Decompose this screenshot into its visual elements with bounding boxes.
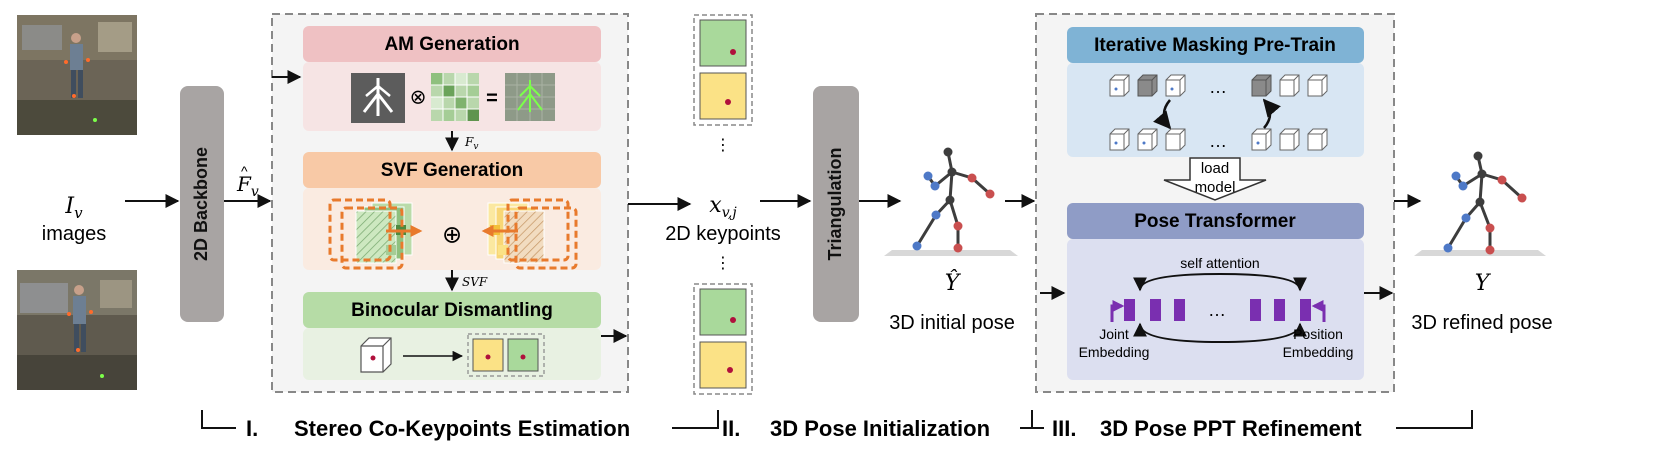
pretrain-ellipsis-bottom: …	[1209, 131, 1227, 151]
pretrain-ellipsis-top: …	[1209, 77, 1227, 97]
transformer-ellipsis: …	[1208, 300, 1226, 320]
svf-header	[303, 152, 601, 188]
bd-header	[303, 292, 601, 328]
cube-icon	[360, 337, 392, 373]
stage3-number: III.	[1052, 416, 1076, 441]
keypoint-label: 2D keypoints	[665, 223, 781, 245]
joint-embedding-arrow	[1110, 300, 1125, 322]
input-image-bottom	[17, 270, 137, 390]
position-label-1: Position	[1293, 326, 1343, 342]
initial-pose-skeleton	[884, 147, 1018, 256]
position-embedding-arrow	[1311, 300, 1326, 322]
keypoint-stack-top	[693, 14, 753, 126]
stage2-label: 3D Pose Initialization	[770, 416, 990, 441]
attention-icon	[351, 73, 405, 123]
svf-right-features	[481, 198, 578, 270]
joint-label-2: Embedding	[1079, 344, 1150, 360]
attention-result	[505, 73, 555, 121]
am-title: AM Generation	[384, 34, 519, 55]
backbone-output-symbol: Fv	[236, 172, 259, 200]
stage2-bracket-right	[1020, 410, 1044, 429]
token-row-bottom	[1109, 128, 1328, 151]
oplus-symbol: ⊕	[442, 221, 462, 248]
transformer-body	[1067, 239, 1364, 380]
keypoint-ellipsis-bottom: ⋮	[715, 255, 731, 272]
stage1-bracket-right	[672, 410, 719, 429]
stage1-bracket-left	[201, 410, 236, 429]
initial-pose-label: 3D initial pose	[889, 312, 1015, 334]
input-image-top	[17, 15, 137, 135]
bd-title: Binocular Dismantling	[351, 300, 553, 321]
am-header	[303, 26, 601, 62]
transformer-tokens	[1124, 299, 1311, 321]
pretrain-header	[1067, 27, 1364, 63]
refined-pose-symbol: Y	[1475, 271, 1492, 296]
svf-title: SVF Generation	[381, 160, 524, 181]
token-row-top	[1109, 74, 1328, 97]
backbone-block	[180, 86, 224, 322]
keypoint-symbol: xv,j	[709, 193, 737, 221]
transformer-title: Pose Transformer	[1134, 211, 1296, 232]
hat-accent: ^	[241, 163, 248, 179]
joint-label-1: Joint	[1099, 326, 1129, 342]
stage3-label: 3D Pose PPT Refinement	[1100, 416, 1362, 441]
am-output-symbol: Fv	[464, 135, 478, 152]
position-label-2: Embedding	[1283, 344, 1354, 360]
stage2-number: II.	[722, 416, 740, 441]
triangulation-label: Triangulation	[825, 147, 845, 260]
stage3-bracket-right	[1396, 410, 1473, 429]
svf-output-label: SVF	[462, 275, 488, 289]
self-attention-arrow-top	[1133, 272, 1307, 292]
stage1-label: Stereo Co-Keypoints Estimation	[294, 416, 630, 441]
keypoint-stack-bottom	[693, 283, 753, 395]
cycle-arrow-right	[1262, 98, 1281, 129]
initial-pose-symbol: Ŷ	[945, 269, 962, 296]
input-label: images	[42, 223, 106, 245]
stage1-number: I.	[246, 416, 258, 441]
model-label: model	[1195, 179, 1236, 196]
load-model-arrow	[1163, 157, 1267, 201]
self-attention-label: self attention	[1180, 255, 1259, 271]
equals-symbol: =	[486, 87, 498, 109]
load-label: load	[1201, 160, 1229, 177]
binocular-views	[467, 333, 545, 377]
heatmap-grid	[431, 73, 479, 121]
bd-body	[303, 328, 601, 380]
keypoint-ellipsis-top: ⋮	[715, 137, 731, 154]
refined-pose-skeleton	[1414, 151, 1546, 256]
svf-left-features	[328, 198, 423, 270]
self-attention-arrow-bottom	[1133, 322, 1307, 344]
triangulation-block	[813, 86, 859, 322]
backbone-label: 2D Backbone	[191, 147, 211, 261]
refined-pose-label: 3D refined pose	[1411, 312, 1552, 334]
cycle-arrow-left	[1153, 99, 1172, 130]
pretrain-title: Iterative Masking Pre-Train	[1094, 35, 1336, 56]
transformer-header	[1067, 203, 1364, 239]
otimes-symbol: ⊗	[410, 86, 427, 108]
input-symbol: Iv	[64, 194, 83, 222]
